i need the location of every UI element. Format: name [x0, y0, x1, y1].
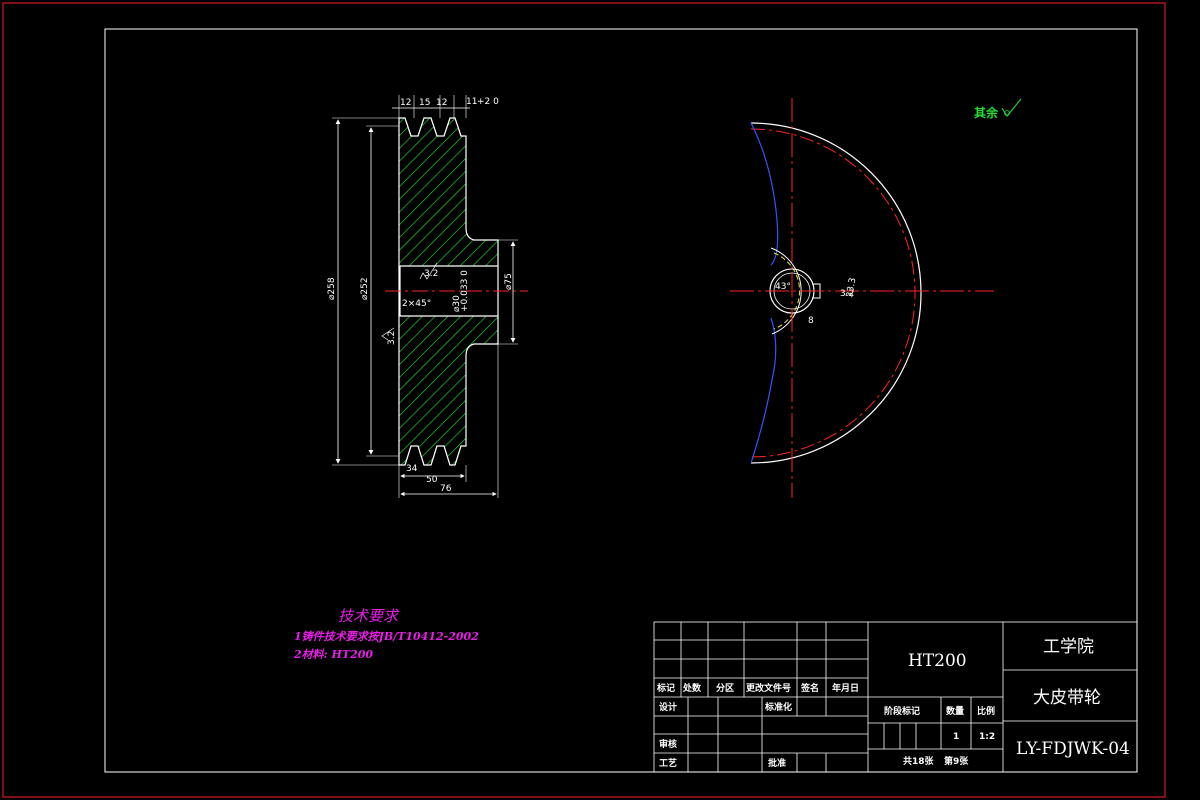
roughness-note-text: 其余	[974, 105, 999, 120]
tb-standardization: 标准化	[764, 701, 792, 713]
tb-design: 设计	[659, 701, 677, 713]
dim-keyway-depth: 33.3	[845, 277, 858, 298]
roughness-key-value: 3.2	[840, 289, 854, 299]
title-block-text: 标记 处数 分区 更改文件号 签名 年月日 设计 标准化 审核 工艺 批准 HT…	[656, 637, 1130, 769]
tb-scale-value: 1:2	[979, 732, 995, 742]
tb-approve: 批准	[768, 757, 786, 769]
end-view-outer-arc	[750, 122, 922, 464]
tb-rev-h3: 分区	[716, 682, 734, 694]
dim-rim-width: 50	[426, 475, 438, 485]
technical-requirements: 技术要求 1铸件技术要求按JB/T10412-2002 2材料: HT200	[293, 607, 479, 661]
tb-stage-mark: 阶段标记	[884, 705, 920, 717]
tb-review: 审核	[659, 738, 677, 750]
tb-quantity-value: 1	[953, 732, 959, 742]
tb-scale: 比例	[977, 705, 995, 717]
roughness-symbol-icon	[1001, 98, 1022, 117]
dim-groove-depth: 11	[466, 97, 477, 107]
dim-groove-pitch-2: 15	[419, 98, 430, 108]
dim-hub-diameter: ⌀75	[504, 273, 514, 290]
tb-rev-h5: 签名	[800, 682, 819, 694]
dim-pitch-diameter: ⌀252	[360, 277, 370, 300]
tb-drawing-no: LY-FDJWK-04	[1016, 739, 1130, 759]
tb-sheets: 共18张	[903, 755, 935, 767]
tb-process: 工艺	[659, 757, 677, 769]
tech-req-line1: 1铸件技术要求按JB/T10412-2002	[294, 630, 479, 643]
end-view: 43° 33.3 8 3.2	[730, 98, 994, 498]
drawing-frame	[104, 28, 1138, 773]
roughness-side-value: 3.2	[387, 331, 397, 345]
tb-sheet-no: 第9张	[944, 755, 969, 767]
dim-bore: ⌀30	[452, 295, 462, 312]
tech-req-line2: 2材料: HT200	[293, 648, 373, 661]
dim-groove-depth-tol: +2 0	[477, 97, 499, 107]
dim-bore-tol: +0.033 0	[460, 270, 470, 312]
dim-chamfer: 2×45°	[402, 299, 431, 309]
tb-rev-h4: 更改文件号	[746, 682, 791, 694]
dim-total-width: 76	[440, 484, 452, 494]
dim-groove-pitch-1: 12	[400, 98, 411, 108]
roughness-note: 其余	[974, 98, 1022, 120]
roughness-bore-value: 3.2	[424, 269, 438, 279]
title-block	[653, 621, 1138, 773]
dim-outer-diameter: ⌀258	[327, 277, 337, 300]
tb-rev-h2: 处数	[682, 682, 702, 694]
tb-quantity: 数量	[946, 705, 964, 717]
tb-rev-h6: 年月日	[832, 682, 859, 694]
section-view: ⌀258 ⌀252 3.2 ⌀75 ⌀30 +0.033 0 2×45° 3.2…	[327, 95, 528, 498]
tech-req-title: 技术要求	[338, 607, 400, 625]
tb-rev-h1: 标记	[656, 682, 675, 694]
dim-keyway-width: 8	[808, 316, 814, 326]
dim-groove-pitch-3: 12	[436, 98, 447, 108]
dim-bottom-small: 34	[406, 464, 418, 474]
break-line	[750, 122, 779, 464]
sheet-outer-border	[2, 2, 1166, 798]
tb-part-name: 大皮带轮	[1033, 688, 1101, 708]
tb-org: 工学院	[1043, 637, 1094, 657]
tb-material: HT200	[908, 651, 967, 671]
dim-keyway-angle: 43°	[775, 282, 791, 292]
